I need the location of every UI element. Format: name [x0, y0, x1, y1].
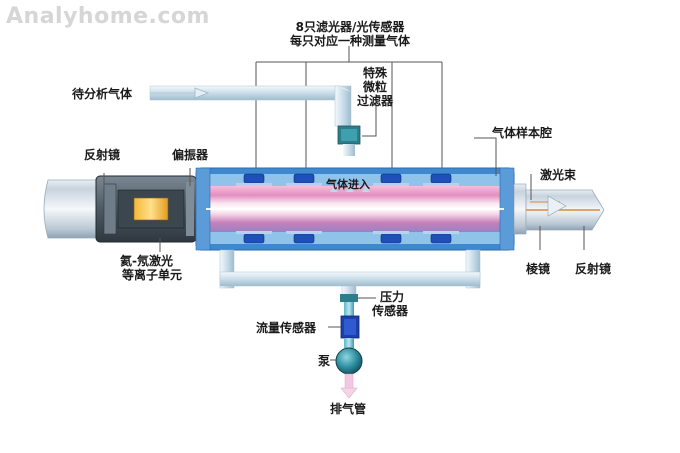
laser-head	[43, 168, 197, 252]
filters-label-line2: 每只对应一种测量气体	[289, 34, 410, 48]
watermark-text: Analyhome.com	[6, 4, 210, 29]
gas-inflow-arrows-icon	[330, 186, 370, 192]
gas-inlet-pipe	[149, 85, 352, 127]
special-filter-label-1: 特殊	[363, 66, 388, 80]
plasma-glow	[133, 197, 169, 221]
exhaust-pipe	[340, 373, 358, 399]
exhaust-label: 排气管	[330, 402, 367, 416]
filters-label-line1: 8只滤光器/光传感器	[295, 20, 405, 34]
sample-cavity	[195, 137, 515, 251]
filter-callout-lines	[255, 46, 443, 172]
pressure-sensor-label-2: 传感器	[372, 304, 409, 318]
sample-cavity-label: 气体样本腔	[492, 126, 553, 140]
flow-sensor-label: 流量传感器	[256, 321, 317, 335]
right-reflector-label: 反射镜	[575, 262, 612, 276]
prism-assembly	[513, 174, 605, 250]
laser-unit-label-1: 氦-氖激光	[120, 254, 173, 268]
pump-label: 泵	[318, 354, 331, 368]
laser-beam-label: 激光束	[540, 168, 577, 182]
exhaust-arrow-icon	[340, 387, 358, 399]
special-filter-label-2: 微粒	[363, 80, 388, 94]
pressure-sensor	[340, 294, 376, 302]
pressure-sensor-label-1: 压力	[380, 290, 405, 304]
gas-to-analyze-label: 待分析气体	[72, 87, 133, 101]
left-reflector-label: 反射镜	[84, 148, 121, 162]
pump	[330, 347, 363, 375]
flow-sensor	[328, 302, 360, 348]
gas-inlet-label: 气体进入	[326, 178, 370, 191]
particulate-filter	[337, 98, 377, 156]
laser-unit-label-2: 等离子单元	[122, 268, 183, 282]
special-filter-label-3: 过滤器	[357, 94, 394, 108]
prism-label: 棱镜	[526, 262, 551, 276]
polarizer-label: 偏振器	[172, 148, 209, 162]
